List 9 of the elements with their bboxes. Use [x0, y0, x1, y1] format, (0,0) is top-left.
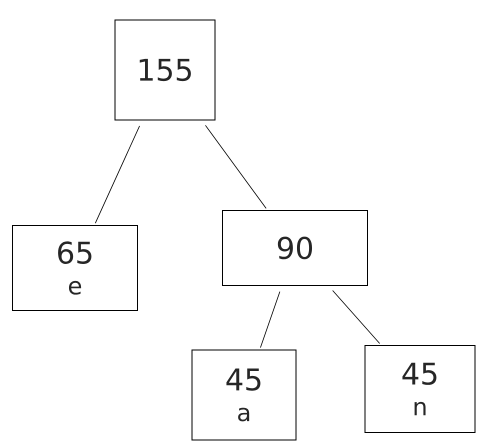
tree-edge [332, 290, 380, 344]
number-box: 65 e [12, 224, 138, 311]
tree-edge [94, 126, 140, 224]
number-box: 45 n [364, 344, 476, 433]
tree-edge [260, 291, 280, 348]
number-box: 155 [114, 20, 216, 120]
number-box: 90 [222, 210, 368, 286]
tree-edge [205, 124, 267, 209]
number-box: 45 a [192, 349, 296, 440]
